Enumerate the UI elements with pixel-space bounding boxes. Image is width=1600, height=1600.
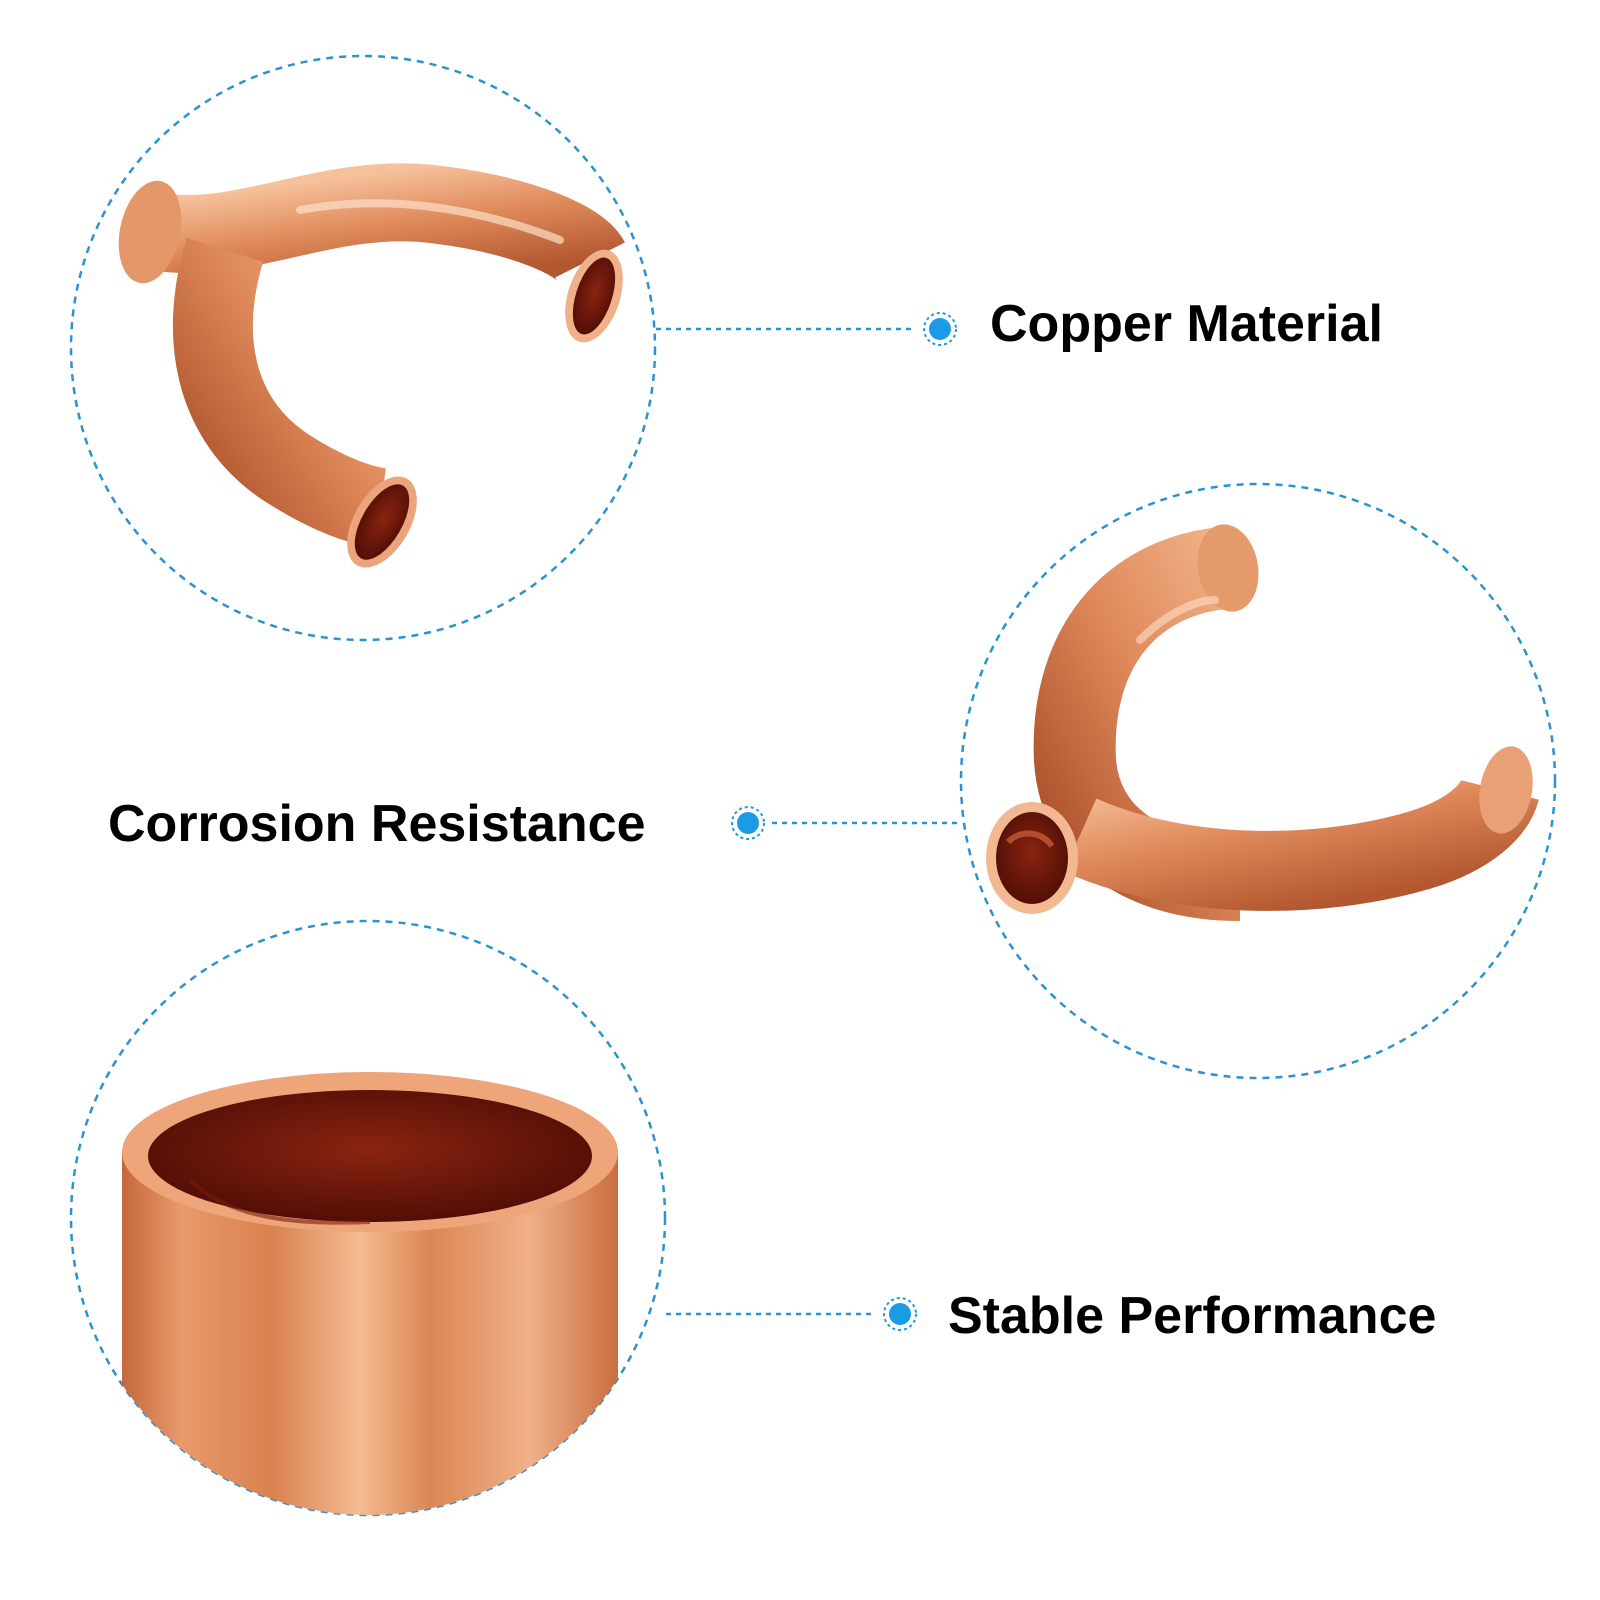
connector-dot-2 (731, 806, 765, 840)
product-circle-2 (959, 482, 1557, 1080)
product-circle-3 (69, 919, 667, 1517)
dashed-circle-border (69, 54, 657, 642)
dashed-circle-border (69, 919, 667, 1517)
feature-label-corrosion-resistance: Corrosion Resistance (108, 795, 646, 853)
pipe-end-icon (122, 1072, 618, 1515)
y-branch-pipe-icon (118, 163, 625, 568)
product-circle-1 (69, 54, 657, 642)
y-branch-pipe-icon (986, 524, 1539, 921)
dashed-circle-border (959, 482, 1557, 1080)
feature-label-stable-performance: Stable Performance (948, 1287, 1437, 1345)
connector-dot-3 (883, 1297, 917, 1331)
feature-label-copper-material: Copper Material (990, 295, 1383, 353)
connector-dot-1 (923, 312, 957, 346)
